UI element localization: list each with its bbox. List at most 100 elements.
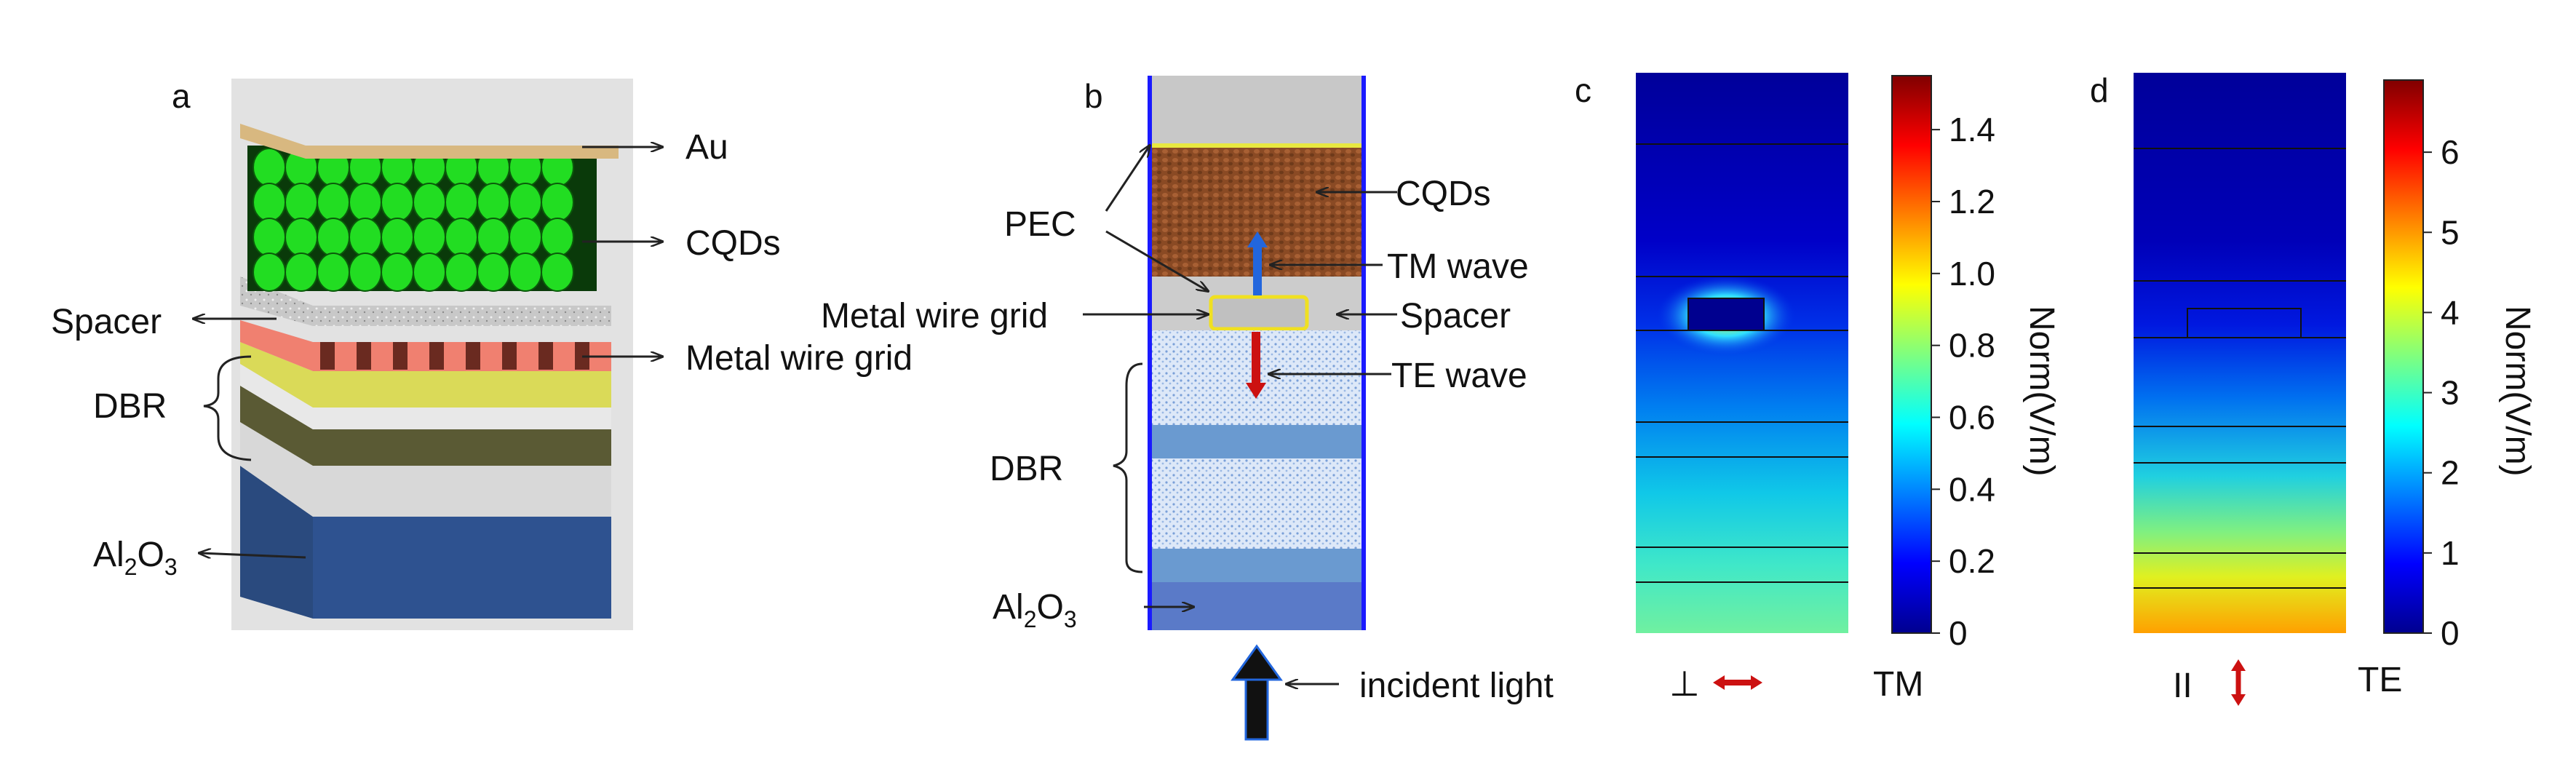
panel-b-letter: b — [1084, 77, 1103, 115]
label-incident-light: incident light — [1359, 667, 1554, 705]
colorbar-tick-label: 0.4 — [1949, 470, 1995, 508]
cqd-sphere — [285, 253, 318, 292]
incident-light-arrowhead — [1231, 644, 1283, 681]
cqd-sphere — [477, 218, 510, 257]
label-spacer-a: Spacer — [51, 303, 162, 341]
cqd-sphere — [317, 253, 350, 292]
colorbar-tick-label: 1 — [2441, 534, 2460, 572]
tm-mode-label: TM — [1873, 665, 1923, 704]
panel-a-letter: a — [172, 77, 191, 115]
dbr-layer-white-2 — [240, 364, 611, 429]
label-dbr-a: DBR — [93, 387, 167, 426]
panel-c: c 00.20.40.60.81.01.21.4 Norm(V/m) ⊥ TM — [1575, 71, 2061, 704]
colorbar-tick-label: 1.4 — [1949, 111, 1995, 148]
cqd-sphere — [509, 253, 542, 292]
cqd-sphere — [285, 218, 318, 257]
dbr-brace-b — [1113, 362, 1143, 573]
cqd-sphere — [317, 218, 350, 257]
cqd-sphere — [349, 253, 382, 292]
panel-b: b PEC CQDs TM wave Metal wire grid Space… — [821, 76, 1554, 741]
dbr-layer-white — [240, 422, 611, 517]
dbr-layer-dark — [240, 386, 611, 466]
tm-polarization-symbol: ⊥ — [1669, 665, 1700, 704]
label-au: Au — [685, 128, 728, 167]
label-cqds-b: CQDs — [1396, 175, 1491, 213]
label-tm-wave: TM wave — [1387, 247, 1529, 286]
panel-c-letter: c — [1575, 71, 1591, 109]
colorbar-tick-label: 1.2 — [1949, 183, 1995, 220]
cqd-sphere — [541, 253, 574, 292]
top-air-region — [1150, 76, 1364, 146]
substrate-front — [313, 517, 611, 619]
dbr-layer-3 — [1150, 458, 1364, 549]
panel-a: a Au CQDs — [51, 77, 913, 630]
cqd-sphere — [381, 253, 414, 292]
cqd-sphere — [253, 148, 286, 187]
tm-arrowhead-left — [1713, 675, 1725, 690]
cqd-sphere — [317, 183, 350, 222]
cqd-sphere — [349, 183, 382, 222]
label-grid-a: Metal wire grid — [685, 339, 913, 378]
cqd-sphere — [413, 183, 446, 222]
label-te-wave: TE wave — [1391, 357, 1527, 395]
cqd-sphere — [509, 218, 542, 257]
colorbar-tick-label: 0.6 — [1949, 398, 1995, 436]
incident-light-shaft — [1244, 675, 1269, 741]
tm-wave-arrowhead — [1247, 231, 1268, 247]
cqd-sphere — [509, 183, 542, 222]
cqd-sphere — [253, 253, 286, 292]
dbr-layer-2 — [1150, 425, 1364, 458]
te-arrowhead-up — [2231, 659, 2246, 671]
colorbar-tick-label: 0.2 — [1949, 542, 1995, 580]
colorbar-tick-label: 0.8 — [1949, 327, 1995, 365]
cqd-sphere — [381, 183, 414, 222]
label-pec: PEC — [1004, 205, 1076, 244]
te-polarization-symbol: II — [2173, 667, 2193, 705]
label-cqds-a: CQDs — [685, 224, 781, 263]
cqd-sphere — [381, 218, 414, 257]
cqd-sphere — [477, 253, 510, 292]
te-colorbar-label: Norm(V/m) — [2498, 306, 2537, 477]
panel-d-letter: d — [2090, 71, 2109, 109]
metal-grid-bars — [320, 342, 589, 370]
cqd-sphere — [445, 183, 478, 222]
cqd-sphere — [253, 218, 286, 257]
te-mode-label: TE — [2358, 661, 2402, 699]
label-al2o3-b: Al2O3 — [993, 588, 1077, 632]
dbr-layer-yellow — [240, 342, 611, 408]
te-arrowhead-down — [2231, 694, 2246, 706]
cqd-sphere — [477, 183, 510, 222]
label-spacer-b: Spacer — [1400, 297, 1511, 335]
cqd-sphere — [541, 218, 574, 257]
label-grid-b: Metal wire grid — [821, 297, 1048, 335]
cqd-sphere — [413, 253, 446, 292]
label-al2o3-a: Al2O3 — [93, 536, 178, 580]
te-wave-arrowhead — [1246, 383, 1266, 399]
colorbar-tick-label: 0 — [1949, 614, 1968, 652]
metal-wire-grid-cell — [1209, 295, 1309, 331]
cqd-sphere — [349, 218, 382, 257]
te-layer-lines — [2134, 148, 2346, 589]
te-field-map — [2134, 73, 2346, 633]
colorbar-tick-label: 0 — [2441, 614, 2460, 652]
tm-grid-cell — [1687, 298, 1765, 331]
colorbar-tick-label: 3 — [2441, 374, 2460, 412]
colorbar-tick-label: 5 — [2441, 213, 2460, 251]
cqd-sphere — [413, 218, 446, 257]
tm-layer-lines — [1636, 143, 1848, 583]
colorbar-tick-label: 2 — [2441, 454, 2460, 492]
tm-arrowhead-right — [1751, 675, 1762, 690]
spacer-layer — [240, 277, 611, 326]
colorbar-tick-label: 1.0 — [1949, 255, 1995, 293]
au-layer — [240, 124, 619, 159]
colorbar-tick-label: 6 — [2441, 133, 2460, 171]
cqd-sphere — [445, 253, 478, 292]
tm-colorbar — [1891, 75, 1932, 634]
cqd-sphere — [253, 183, 286, 222]
cqd-sphere — [445, 218, 478, 257]
dbr-brace-a — [203, 355, 252, 461]
tm-colorbar-ticks: 0 0.2 0.4 0.6 0.8 1.0 1.2 1.4 — [1931, 111, 1995, 652]
